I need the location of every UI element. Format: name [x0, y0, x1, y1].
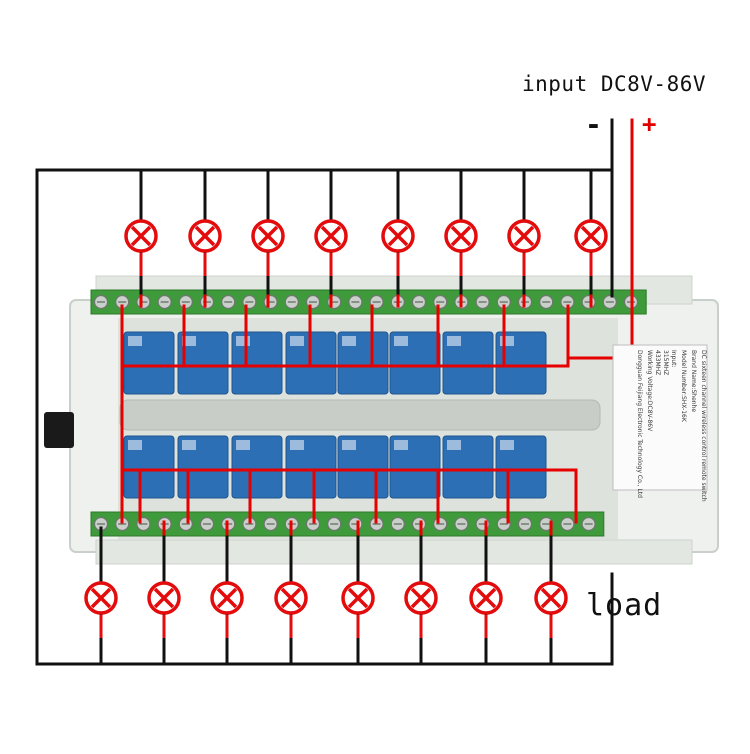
lamp-cross: [130, 225, 152, 247]
common-negative-loop: [35, 118, 614, 666]
relay-label: [394, 336, 408, 346]
lamp-cross: [580, 225, 602, 247]
lamp-cross: [540, 587, 562, 609]
relay-label: [236, 336, 250, 346]
relay: [177, 435, 229, 499]
lamp-cross: [320, 225, 342, 247]
negative-terminal-label: -: [585, 108, 602, 141]
bottom-lamp-icon: [534, 572, 568, 638]
bottom-lamp-icon: [469, 572, 503, 638]
sticker-text-3: Input:: [670, 350, 677, 368]
relay-label: [342, 440, 356, 450]
input-voltage-label: input DC8V-86V: [522, 72, 707, 96]
relay: [495, 331, 547, 395]
lamp-cross: [280, 587, 302, 609]
relay-label: [290, 336, 304, 346]
bottom-lamp-icon: [274, 572, 308, 638]
sticker-text-6: Working Voltage:DC8V-86V: [646, 350, 653, 432]
relay: [285, 435, 337, 499]
relay-label: [500, 336, 514, 346]
relay-label: [128, 336, 142, 346]
relay: [123, 435, 175, 499]
sticker-text-0: DC sixteen channel wireless control remo…: [700, 350, 707, 502]
relay-label: [447, 440, 461, 450]
bottom-lamp-icon: [147, 572, 181, 638]
sticker-panel: [612, 344, 708, 491]
lamps: [84, 210, 608, 638]
sticker-text-7: Dongguan Feijiang Electronic Technology …: [636, 350, 643, 498]
relay-label: [447, 336, 461, 346]
lamp-cross: [257, 225, 279, 247]
lamp-cross: [475, 587, 497, 609]
relay: [177, 331, 229, 395]
top-lamp-icon: [444, 210, 478, 276]
top-lamp-icon: [314, 210, 348, 276]
sticker-text-1: Brand Name:Shenhe: [690, 350, 697, 412]
bottom-lamp-icon: [210, 572, 244, 638]
lamp-cross: [90, 587, 112, 609]
relay-label: [394, 440, 408, 450]
bottom-lamp-icon: [341, 572, 375, 638]
antenna-connector: [44, 412, 74, 448]
relay: [389, 331, 441, 395]
product-sticker: DC sixteen channel wireless control remo…: [612, 344, 708, 502]
relay: [231, 435, 283, 499]
relay-label: [236, 440, 250, 450]
positive-terminal-label: +: [642, 110, 657, 138]
relay-label: [500, 440, 514, 450]
relay-label: [182, 336, 196, 346]
lamp-cross: [450, 225, 472, 247]
relay: [442, 435, 494, 499]
center-channel: [119, 399, 601, 431]
relay-label: [128, 440, 142, 450]
top-lamp-icon: [381, 210, 415, 276]
lamp-cross: [387, 225, 409, 247]
lamp-cross: [513, 225, 535, 247]
bottom-lamp-icon: [84, 572, 118, 638]
relay: [337, 331, 389, 395]
lamp-cross: [410, 587, 432, 609]
relay: [442, 331, 494, 395]
load-label: load: [586, 588, 663, 623]
sticker-text-2: Model Number:SHX-16K: [680, 350, 687, 423]
relay-label: [342, 336, 356, 346]
top-lamp-icon: [124, 210, 158, 276]
bottom-lamp-icon: [404, 572, 438, 638]
relay: [389, 435, 441, 499]
sticker-text-5: 433MHZ: [654, 350, 661, 375]
sticker-text-4: 315MHZ: [662, 350, 669, 375]
relay-board: [44, 275, 719, 565]
lamp-cross: [347, 587, 369, 609]
top-lamp-icon: [574, 210, 608, 276]
relay-label: [290, 440, 304, 450]
lamp-cross: [153, 587, 175, 609]
lamp-cross: [194, 225, 216, 247]
relay-label: [182, 440, 196, 450]
board-bottom-rail: [95, 539, 693, 565]
top-lamp-icon: [251, 210, 285, 276]
top-lamp-icon: [188, 210, 222, 276]
red-wires: [120, 118, 634, 536]
lamp-cross: [216, 587, 238, 609]
relay: [123, 331, 175, 395]
top-lamp-icon: [507, 210, 541, 276]
